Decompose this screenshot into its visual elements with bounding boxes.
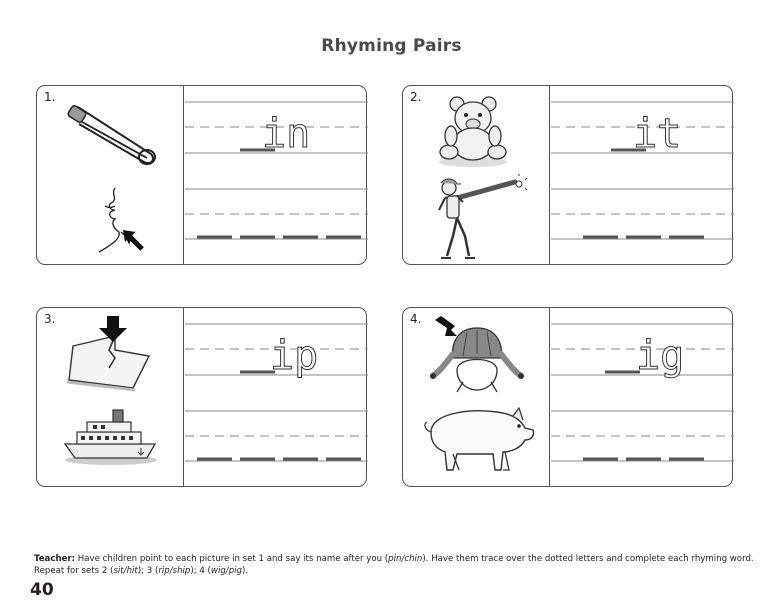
writing-area-2: [551, 86, 734, 264]
set-number: 1.: [44, 90, 56, 104]
set-number: 2.: [410, 90, 422, 104]
set-number: 3.: [44, 312, 56, 326]
teacher-label: Teacher:: [34, 554, 76, 564]
baseball-batter-icon: [438, 174, 527, 259]
dotted-letters-3: ip: [270, 333, 319, 380]
handwriting-lines-2: [551, 101, 734, 240]
set-number: 4.: [410, 312, 422, 326]
picture-panel-1: 1.: [37, 86, 184, 264]
ship-icon: [63, 409, 157, 465]
teacher-note: Teacher: Have children point to each pic…: [34, 554, 754, 576]
writing-area-3: [185, 308, 368, 486]
writing-area-1: [185, 86, 368, 264]
writing-area-4: [551, 308, 734, 486]
dotted-letters-1: in: [262, 111, 311, 158]
rhyme-set-1: 1.: [36, 85, 368, 265]
pig-icon: [424, 406, 535, 471]
safety-pin-icon: [67, 105, 156, 165]
dotted-letters-2: it: [633, 111, 682, 158]
page-number: 40: [30, 580, 54, 600]
rhyme-set-3: 3.: [36, 307, 368, 487]
handwriting-lines-4: [551, 323, 734, 462]
teddy-bear-icon: [439, 96, 507, 167]
ripped-paper-icon: [66, 316, 151, 392]
rhyme-set-2: 2.: [402, 85, 734, 265]
chin-icon: [98, 187, 144, 253]
handwriting-lines-3: [185, 323, 368, 462]
handwriting-lines-1: [185, 101, 368, 240]
picture-panel-4: 4.: [403, 308, 550, 486]
dotted-letters-4: ig: [636, 333, 685, 380]
page-title: Rhyming Pairs: [321, 36, 462, 56]
picture-panel-3: 3.: [37, 308, 184, 486]
wig-icon: [430, 316, 524, 393]
rhyme-set-4: 4.: [402, 307, 734, 487]
picture-panel-2: 2.: [403, 86, 550, 264]
